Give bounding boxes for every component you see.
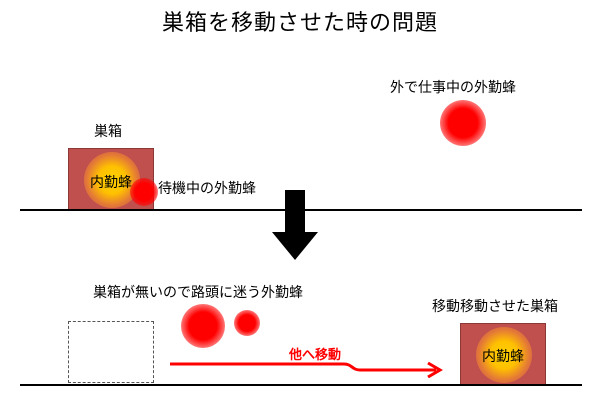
moved-internal-bee-glow	[476, 327, 532, 383]
lost-external-bee-small	[234, 310, 260, 336]
internal-bee-glow	[84, 152, 140, 208]
empty-hive-outline	[68, 321, 154, 383]
hive-label: 巣箱	[94, 124, 122, 140]
down-arrow-icon	[272, 190, 318, 260]
move-arrow	[170, 361, 443, 378]
internal-bee-label: 内勤蜂	[90, 175, 132, 191]
move-label: 他へ移動	[289, 348, 342, 363]
working-bee-label: 外で仕事中の外勤蜂	[390, 80, 516, 96]
waiting-external-bee	[130, 178, 158, 206]
lost-bees-label: 巣箱が無いので路頭に迷う外勤蜂	[93, 285, 303, 301]
working-external-bee	[440, 100, 486, 146]
lost-external-bee-large	[181, 304, 225, 348]
waiting-bee-label: 待機中の外勤蜂	[158, 181, 256, 197]
ground-line-bottom	[20, 384, 582, 386]
page-title: 巣箱を移動させた時の問題	[161, 11, 438, 36]
moved-hive-label: 移動移動させた巣箱	[432, 299, 558, 315]
moved-internal-bee-label: 内勤蜂	[482, 349, 524, 365]
